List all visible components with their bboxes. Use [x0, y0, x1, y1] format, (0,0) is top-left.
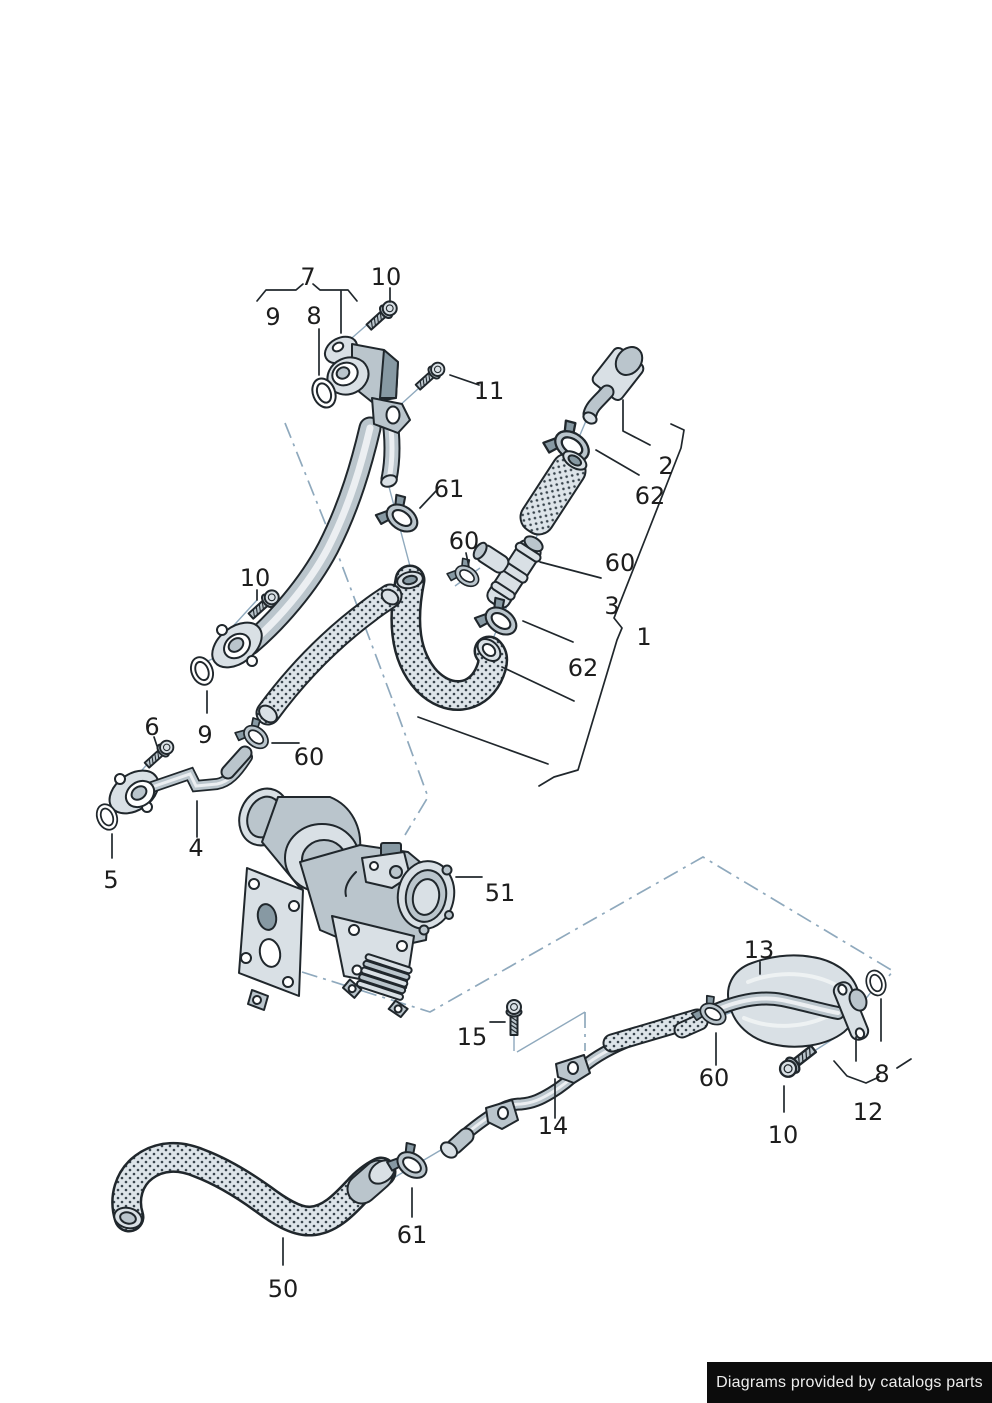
part-callout-8: 8 [874, 1060, 889, 1088]
hose-clamp-61-icon [372, 488, 428, 543]
part-callout-8: 8 [306, 302, 321, 330]
heat-shield-13-assembly [673, 954, 890, 1082]
part-callout-1: 1 [636, 623, 651, 651]
part-callout-10: 10 [371, 263, 402, 291]
part-callout-60: 60 [605, 549, 636, 577]
screw-11-icon [412, 358, 449, 394]
part-callout-60: 60 [294, 743, 325, 771]
part-callout-62: 62 [635, 482, 666, 510]
construction-lines [109, 302, 895, 1181]
footer-credit-text: Diagrams provided by catalogs parts [716, 1373, 983, 1391]
part-callout-10: 10 [768, 1121, 799, 1149]
part-callout-4: 4 [188, 834, 203, 862]
part-callout-2: 2 [658, 452, 673, 480]
part-callout-11: 11 [474, 377, 505, 405]
part-callout-61: 61 [397, 1221, 428, 1249]
part-callout-60: 60 [699, 1064, 730, 1092]
part-callout-6: 6 [144, 713, 159, 741]
part-callout-14: 14 [538, 1112, 569, 1140]
part-callout-61: 61 [434, 475, 465, 503]
part-callout-50: 50 [268, 1275, 299, 1303]
o-ring-8-icon [862, 967, 890, 999]
part-callout-9: 9 [265, 303, 280, 331]
breather-hose-left [255, 583, 403, 726]
part-callout-3: 3 [604, 592, 619, 620]
turbocharger [238, 787, 456, 1019]
hose-clamp-icon [471, 591, 527, 646]
screw-6-icon [141, 736, 178, 772]
part-callout-62: 62 [568, 654, 599, 682]
footer-credit-bar: Diagrams provided by catalogs parts [707, 1362, 992, 1403]
screw-10-icon [775, 1040, 820, 1082]
part-callout-60: 60 [449, 527, 480, 555]
screw-15-icon [505, 999, 523, 1036]
part-callout-9: 9 [197, 721, 212, 749]
part-callout-15: 15 [457, 1023, 488, 1051]
part-callout-10: 10 [240, 564, 271, 592]
part-callout-12: 12 [853, 1098, 884, 1126]
vent-pipe-14-assembly [439, 999, 708, 1159]
breather-hose-50-assembly [111, 1136, 437, 1237]
oil-pipe-4-assembly [108, 745, 253, 815]
breather-pipe-upper-assembly [211, 335, 411, 669]
part-callout-5: 5 [103, 866, 118, 894]
part-callout-51: 51 [485, 879, 516, 907]
valve-hose-assembly-right [390, 346, 645, 711]
screw-10-icon [362, 297, 401, 334]
leader-lines [111, 283, 912, 1266]
part-callout-13: 13 [744, 936, 775, 964]
part-callout-7: 7 [300, 263, 315, 291]
